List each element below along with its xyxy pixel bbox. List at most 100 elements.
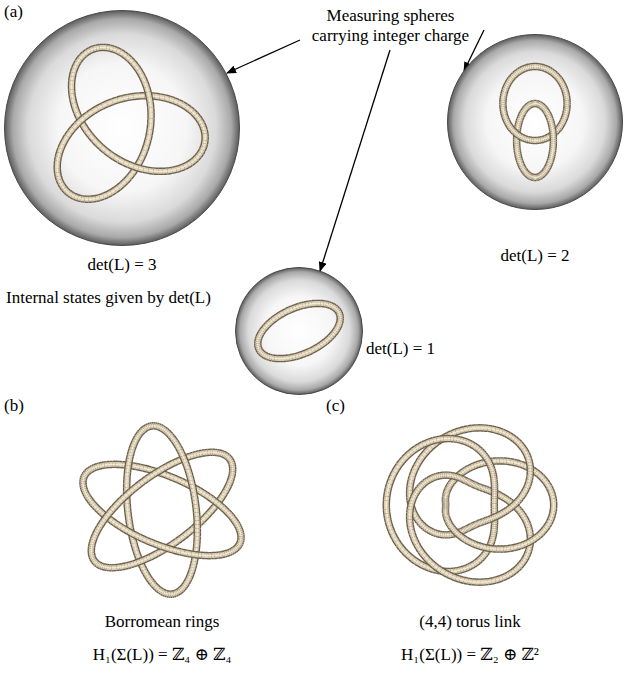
tube-segment [84, 477, 85, 479]
tube-stroke [238, 545, 239, 546]
tube-stroke [240, 531, 241, 533]
tube-segment [95, 506, 97, 508]
tube-segment [419, 522, 421, 524]
tube-stroke [238, 527, 239, 529]
tube-segment [452, 432, 456, 434]
tube-stroke [237, 525, 238, 527]
tube-segment [235, 521, 236, 523]
tube-segment [128, 565, 131, 566]
tube-segment [178, 480, 182, 482]
tube-segment [504, 497, 506, 498]
tube-stroke [94, 561, 95, 562]
tube-segment [94, 535, 95, 537]
tube-stroke [480, 463, 483, 464]
tube-segment [189, 576, 190, 578]
tube-segment [84, 489, 85, 491]
tube-segment [225, 490, 227, 493]
tube-stroke [193, 564, 194, 567]
tube-segment [125, 494, 128, 497]
tube-segment [485, 489, 487, 490]
tube-stroke [87, 471, 88, 472]
tube-segment [99, 565, 101, 566]
tube-segment [89, 499, 91, 501]
tube-stroke [229, 552, 231, 553]
tube-stroke [237, 546, 238, 547]
tube-segment [418, 459, 420, 462]
tube-segment [175, 442, 177, 444]
tube-stroke [221, 453, 223, 454]
tube-stroke [191, 480, 192, 484]
tube-segment [189, 473, 190, 477]
tube-segment [181, 536, 184, 538]
tube-segment [93, 559, 94, 560]
tube-stroke [134, 442, 135, 444]
tube-segment [194, 558, 195, 561]
tube-stroke [190, 455, 193, 456]
tube-segment [194, 496, 195, 500]
tube-segment [413, 512, 414, 515]
tube-segment [230, 459, 231, 460]
tube-segment [223, 508, 225, 510]
tube-segment [181, 552, 185, 553]
tube-segment [480, 463, 483, 464]
tube-stroke [231, 551, 233, 552]
tube-segment [416, 517, 417, 519]
tube-segment [130, 452, 131, 455]
tube-stroke [122, 566, 125, 567]
tube-segment [227, 485, 228, 488]
tube-segment [101, 566, 103, 567]
tube-segment [86, 473, 87, 474]
tube-segment [238, 545, 239, 546]
tube-stroke [181, 552, 185, 553]
tube-segment [191, 570, 192, 573]
tube-segment [177, 445, 179, 448]
tube-stroke [199, 453, 202, 454]
tube-segment [133, 540, 134, 544]
tube-segment [114, 505, 117, 508]
tube-stroke [194, 558, 195, 561]
tube-segment [464, 470, 466, 471]
tube-segment [413, 469, 414, 472]
tube-segment [162, 592, 164, 593]
tube-segment [150, 580, 152, 582]
tube-segment [170, 476, 174, 478]
tube-stroke [99, 465, 101, 466]
tube-segment [133, 466, 137, 467]
tube-segment [502, 496, 504, 497]
tube-stroke [85, 474, 86, 475]
tube-segment [226, 488, 227, 491]
tube-segment [149, 578, 151, 580]
tube-segment [135, 547, 136, 551]
tube-stroke [130, 524, 131, 528]
tube-segment [181, 481, 185, 483]
tube-segment [136, 437, 137, 439]
tube-segment [543, 479, 545, 482]
tube-segment [143, 539, 147, 541]
tube-segment [239, 543, 240, 544]
tube-stroke [189, 576, 190, 578]
tube-stroke [190, 477, 191, 481]
tube-segment [130, 456, 131, 459]
tube-segment [164, 429, 166, 430]
tube-segment [97, 466, 99, 467]
tube-stroke [131, 450, 132, 453]
tube-segment [140, 432, 141, 434]
tube-segment [128, 462, 129, 465]
tube-segment [184, 553, 188, 554]
tube-stroke [229, 483, 230, 485]
tube-segment [166, 475, 170, 476]
tube-stroke [411, 476, 412, 480]
tube-stroke [231, 478, 232, 480]
tube-stroke [164, 593, 166, 594]
tube-segment [162, 474, 166, 475]
tube-segment [157, 552, 160, 554]
tube-segment [140, 467, 144, 468]
tube-stroke [93, 537, 94, 539]
tube-segment [91, 468, 93, 469]
tube-segment [115, 523, 118, 525]
tube-segment [131, 489, 134, 492]
tube-segment [157, 588, 159, 589]
tube-stroke [128, 565, 131, 566]
tube-segment [233, 519, 235, 521]
tube-segment [144, 428, 145, 429]
